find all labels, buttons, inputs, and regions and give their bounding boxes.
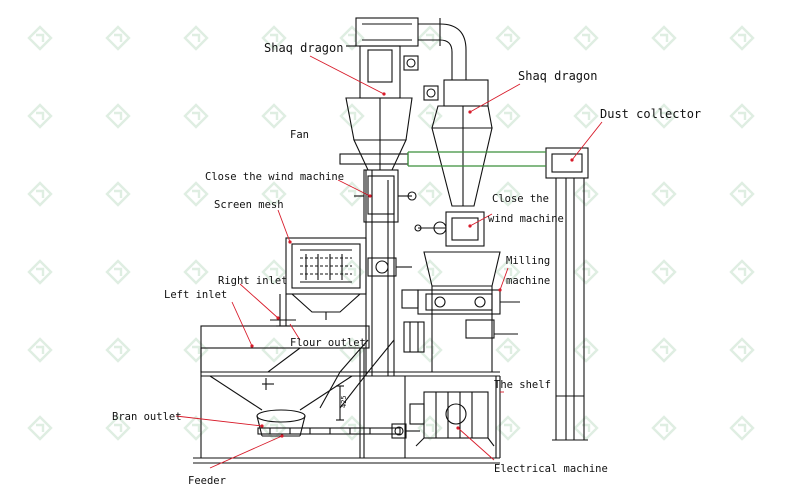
air-duct — [407, 151, 546, 167]
diamond-logo-icon — [729, 181, 755, 207]
diamond-logo-icon — [729, 337, 755, 363]
diamond-logo-icon — [183, 337, 209, 363]
diamond-logo-icon — [573, 103, 599, 129]
diamond-logo-icon — [651, 181, 677, 207]
diamond-logo-icon — [27, 25, 53, 51]
diamond-logo-icon — [27, 181, 53, 207]
diamond-logo-icon — [417, 25, 443, 51]
labels: Shaq dragon Shaq dragon Dust collector F… — [112, 41, 701, 487]
diamond-logo-icon — [495, 337, 521, 363]
watermark-pattern — [27, 25, 755, 441]
label-right-inlet: Right inlet — [218, 275, 288, 287]
label-shaq-dragon-right: Shaq dragon — [518, 69, 597, 83]
label-screen-mesh: Screen mesh — [214, 199, 284, 211]
label-feeder: Feeder — [188, 475, 226, 487]
diamond-logo-icon — [651, 415, 677, 441]
diamond-logo-icon — [729, 415, 755, 441]
diamond-logo-icon — [729, 25, 755, 51]
diamond-logo-icon — [573, 259, 599, 285]
label-milling-machine-line1: Milling — [506, 255, 550, 267]
diamond-logo-icon — [261, 337, 287, 363]
label-flour-outlet: Flour outlet — [290, 337, 366, 349]
diamond-logo-icon — [417, 415, 443, 441]
connecting-duct — [418, 18, 467, 80]
cyclone-left — [345, 17, 419, 171]
dimension-lines — [336, 385, 344, 421]
label-close-wind-machine-right-line1: Close the — [492, 193, 549, 205]
dimension-value: 425 — [340, 395, 348, 408]
diamond-logo-icon — [339, 103, 365, 129]
fan-plate — [339, 153, 409, 165]
diamond-logo-icon — [729, 103, 755, 129]
leader-arrowheads — [250, 92, 574, 438]
diamond-logo-icon — [183, 181, 209, 207]
diamond-logo-icon — [417, 337, 443, 363]
feeder-screw — [257, 423, 420, 439]
label-close-wind-machine-left: Close the wind machine — [205, 171, 344, 183]
diamond-logo-icon — [261, 103, 287, 129]
label-the-shelf: The shelf — [494, 379, 551, 391]
diamond-logo-icon — [651, 259, 677, 285]
diamond-logo-icon — [105, 337, 131, 363]
diamond-logo-icon — [417, 181, 443, 207]
diamond-logo-icon — [27, 337, 53, 363]
screen-mesh — [285, 237, 412, 320]
diamond-logo-icon — [183, 25, 209, 51]
diamond-logo-icon — [729, 259, 755, 285]
leader-lines — [175, 55, 603, 469]
diamond-logo-icon — [651, 337, 677, 363]
diamond-logo-icon — [183, 103, 209, 129]
cyclone-right — [423, 79, 493, 207]
diamond-logo-icon — [105, 103, 131, 129]
label-electrical-machine: Electrical machine — [494, 463, 608, 475]
diamond-logo-icon — [495, 103, 521, 129]
diamond-logo-icon — [183, 259, 209, 285]
label-fan: Fan — [290, 129, 309, 141]
label-left-inlet: Left inlet — [164, 289, 227, 301]
label-shaq-dragon-left: Shaq dragon — [264, 41, 343, 55]
diamond-logo-icon — [27, 415, 53, 441]
diamond-logo-icon — [573, 181, 599, 207]
diamond-logo-icon — [105, 25, 131, 51]
diamond-logo-icon — [651, 25, 677, 51]
diamond-logo-icon — [27, 259, 53, 285]
diamond-logo-icon — [339, 181, 365, 207]
diamond-logo-icon — [183, 415, 209, 441]
air-lock-right — [414, 211, 485, 247]
diamond-logo-icon — [105, 259, 131, 285]
dust-collector — [545, 147, 589, 441]
diamond-logo-icon — [495, 25, 521, 51]
electrical-motor — [409, 391, 495, 447]
label-bran-outlet: Bran outlet — [112, 411, 182, 423]
milling-machine — [401, 251, 520, 372]
label-milling-machine-line2: machine — [506, 275, 550, 287]
label-dust-collector: Dust collector — [600, 107, 701, 121]
diamond-logo-icon — [573, 25, 599, 51]
label-close-wind-machine-right-line2: wind machine — [488, 213, 564, 225]
diamond-logo-icon — [27, 103, 53, 129]
diamond-logo-icon — [573, 337, 599, 363]
inlet-tube — [270, 294, 296, 327]
diamond-logo-icon — [573, 415, 599, 441]
machine-drawing — [193, 17, 589, 464]
diamond-logo-icon — [105, 181, 131, 207]
